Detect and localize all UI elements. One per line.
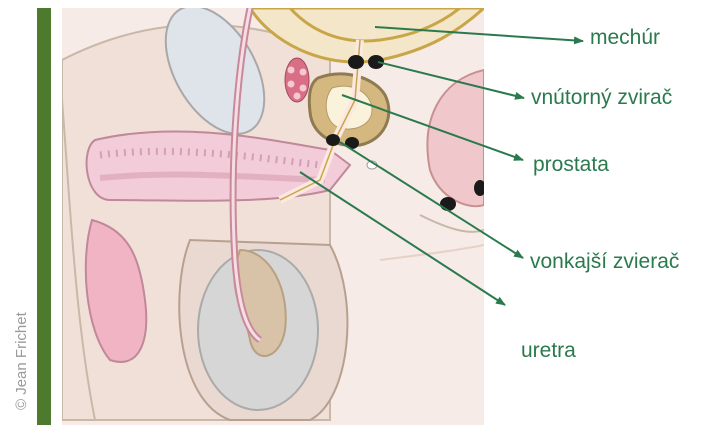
label-internal-sphincter: vnútorný zvirač: [531, 86, 672, 110]
anal-sphincter-right: [474, 180, 486, 196]
label-prostate: prostata: [533, 153, 609, 177]
label-urethra: uretra: [521, 339, 576, 363]
internal-sphincter-left: [348, 55, 364, 69]
anal-sphincter-left: [440, 197, 456, 211]
label-bladder: mechúr: [590, 26, 660, 50]
label-external-sphincter: vonkajší zvierač: [530, 250, 679, 274]
external-sphincter-left: [326, 134, 340, 146]
